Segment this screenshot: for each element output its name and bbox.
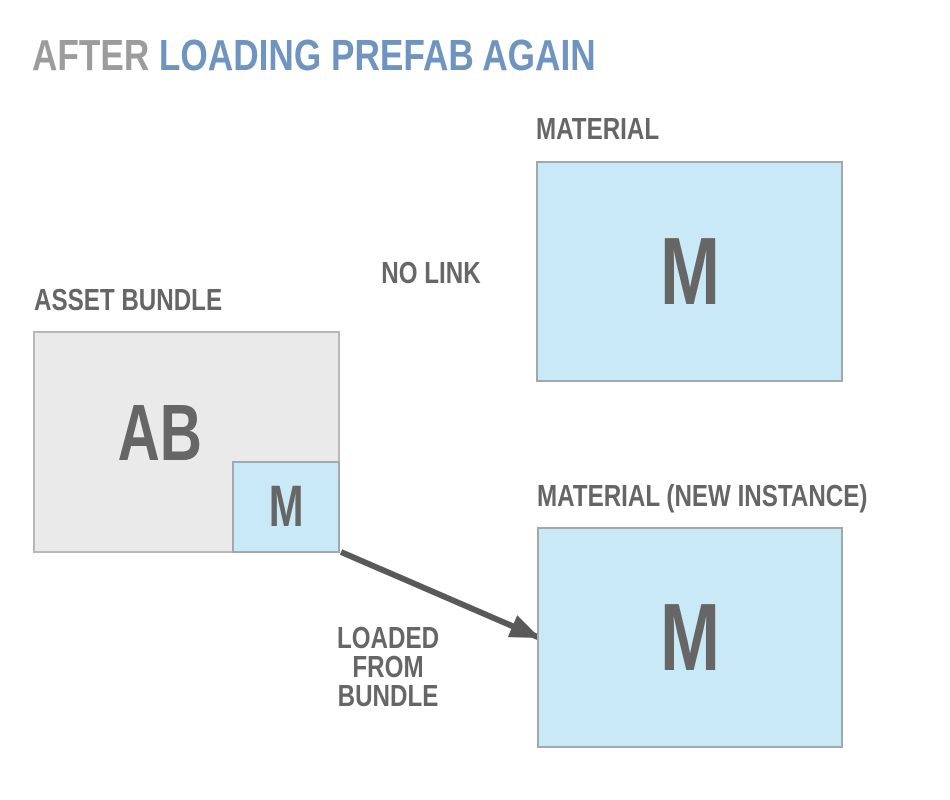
no-link-label: NO LINK bbox=[381, 255, 481, 290]
bundle-material-letter: M bbox=[268, 474, 304, 539]
asset-bundle-box: AB bbox=[33, 331, 340, 553]
loaded-from-bundle-label: LOADED FROM BUNDLE bbox=[310, 620, 466, 713]
asset-bundle-letter: AB bbox=[117, 388, 202, 477]
loaded-from-bundle-line2: BUNDLE bbox=[337, 678, 439, 713]
loaded-from-bundle-line1: LOADED FROM bbox=[336, 620, 440, 684]
material-box: M bbox=[536, 161, 843, 382]
material-letter: M bbox=[659, 217, 720, 325]
material-new-instance-box: M bbox=[537, 527, 843, 748]
material-new-instance-letter: M bbox=[660, 583, 720, 691]
bundle-material-box: M bbox=[232, 461, 340, 553]
title-prefix: AFTER bbox=[32, 31, 150, 80]
material-new-instance-label: MATERIAL (NEW INSTANCE) bbox=[537, 478, 868, 513]
asset-bundle-label: ASSET BUNDLE bbox=[34, 282, 223, 317]
material-label: MATERIAL bbox=[536, 111, 660, 146]
title-highlight: LOADING PREFAB AGAIN bbox=[158, 31, 596, 80]
